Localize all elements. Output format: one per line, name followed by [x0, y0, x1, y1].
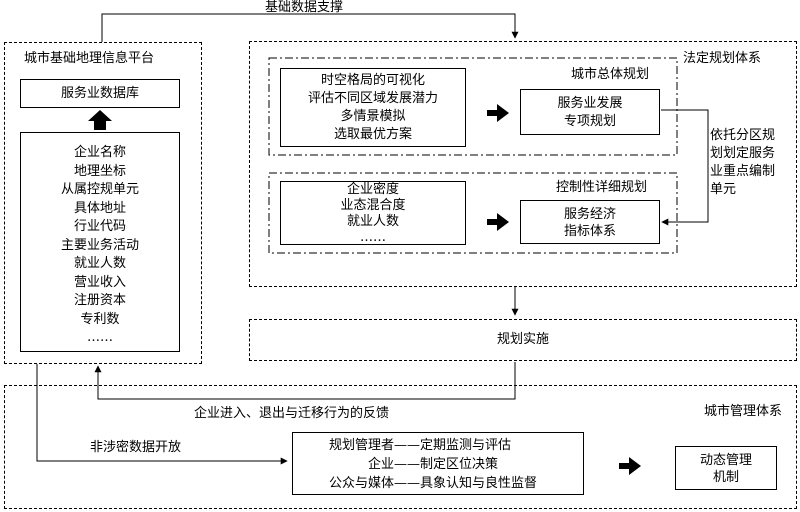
service-db-label: 服务业数据库 [60, 86, 139, 101]
master-methods-box: 时空格局的可视化评估不同区域发展潜力多情景模拟选取最优方案 [280, 68, 466, 147]
feedback-arrow [94, 362, 516, 400]
platform-title: 城市基础地理信息平台 [24, 51, 155, 66]
roles-box: 规划管理者——定期监测与评估企业——制定区位决策公众与媒体——具象认知与良性监督 [292, 432, 584, 495]
role-row: 规划管理者——定期监测与评估 [293, 436, 583, 455]
side-note: 依托分区规划划定服务业重点编制单元 [710, 127, 775, 199]
bracket-arrow [661, 109, 709, 226]
method-item: 多情景模拟 [340, 109, 406, 124]
fields-box: 企业名称地理坐标从属控规单元具体地址行业代码主要业务活动就业人数营业收入注册资本… [20, 132, 180, 352]
regulatory-plan-frame [268, 172, 678, 254]
roles-list: 规划管理者——定期监测与评估企业——制定区位决策公众与媒体——具象认知与良性监督 [293, 433, 583, 493]
side-note-line: 依托分区规 [710, 128, 776, 143]
output-line: 服务业发展 [557, 96, 623, 111]
mechanism-line: 动态管理 [699, 453, 752, 468]
indicator-item: 业态混合度 [340, 198, 406, 213]
open-data-arrow [36, 364, 288, 465]
regulatory-output-label: 服务经济指标体系 [521, 201, 659, 240]
regulatory-plan-title: 控制性详细规划 [556, 180, 648, 195]
field-item: …… [87, 330, 113, 345]
master-output-box: 服务业发展专项规划 [520, 89, 660, 135]
method-item: 选取最优方案 [333, 127, 412, 142]
role-action: 制定区位决策 [420, 457, 499, 472]
field-item: 地理坐标 [73, 163, 126, 179]
mechanism-line: 机制 [712, 470, 739, 485]
role-action: 定期监测与评估 [420, 438, 512, 453]
role-separator: —— [394, 438, 420, 453]
regulatory-indicators-list: 企业密度业态混合度就业人数…… [281, 182, 465, 246]
indicator-item: 就业人数 [346, 214, 399, 229]
master-plan-title: 城市总体规划 [571, 67, 650, 82]
master-methods-list: 时空格局的可视化评估不同区域发展潜力多情景模拟选取最优方案 [281, 69, 465, 144]
field-item: 行业代码 [73, 219, 126, 234]
field-item: 注册资本 [73, 293, 126, 308]
field-item: 专利数 [80, 311, 120, 327]
mechanism-box: 动态管理机制 [675, 446, 777, 490]
feedback-label: 企业进入、退出与迁移行为的反馈 [194, 406, 390, 421]
role-separator: —— [394, 457, 420, 472]
field-item: 营业收入 [73, 274, 126, 290]
statutory-frame [249, 41, 797, 287]
indicator-item: 企业密度 [346, 182, 399, 197]
output-line: 指标体系 [563, 224, 616, 239]
regulatory-bold-arrow [487, 213, 509, 231]
role-row: 企业——制定区位决策 [293, 455, 583, 474]
side-note-line: 单元 [710, 182, 737, 197]
management-title: 城市管理体系 [704, 404, 783, 419]
service-db-box: 服务业数据库 [20, 79, 180, 108]
role-actor: 规划管理者 [328, 438, 394, 453]
implementation-box: 规划实施 [249, 319, 797, 361]
field-item: 就业人数 [73, 256, 126, 271]
indicator-item: …… [360, 230, 386, 245]
top-connector [101, 13, 519, 42]
master-bold-arrow [487, 104, 509, 122]
implementation-label: 规划实施 [496, 332, 549, 347]
regulatory-output-box: 服务经济指标体系 [520, 200, 660, 244]
statutory-title: 法定规划体系 [683, 51, 762, 66]
role-separator: —— [394, 476, 420, 491]
side-note-line: 业重点编制 [710, 164, 776, 179]
method-item: 评估不同区域发展潜力 [307, 91, 438, 106]
side-note-line: 划划定服务 [710, 146, 776, 161]
field-item: 从属控规单元 [60, 182, 139, 197]
top-label: 基础数据支撑 [265, 0, 344, 15]
regulatory-indicators-box: 企业密度业态混合度就业人数…… [280, 181, 466, 245]
fields-list: 企业名称地理坐标从属控规单元具体地址行业代码主要业务活动就业人数营业收入注册资本… [21, 133, 179, 348]
management-bold-arrow [619, 457, 641, 475]
role-actor: 公众与媒体 [328, 476, 394, 491]
open-data-label: 非涉密数据开放 [90, 440, 182, 455]
management-frame [4, 385, 797, 509]
method-item: 时空格局的可视化 [320, 73, 425, 88]
mechanism-label: 动态管理机制 [676, 447, 776, 486]
master-plan-frame [268, 57, 678, 156]
field-item: 主要业务活动 [60, 237, 139, 253]
fields-to-db-arrow [88, 110, 112, 130]
role-action: 具象认知与良性监督 [420, 476, 538, 491]
platform-frame [4, 42, 202, 364]
field-item: 具体地址 [73, 200, 126, 216]
role-actor: 企业 [367, 457, 394, 472]
role-row: 公众与媒体——具象认知与良性监督 [293, 474, 583, 493]
master-output-label: 服务业发展专项规划 [521, 90, 659, 131]
output-line: 服务经济 [563, 207, 616, 222]
output-line: 专项规划 [563, 114, 616, 129]
field-item: 企业名称 [73, 145, 126, 160]
